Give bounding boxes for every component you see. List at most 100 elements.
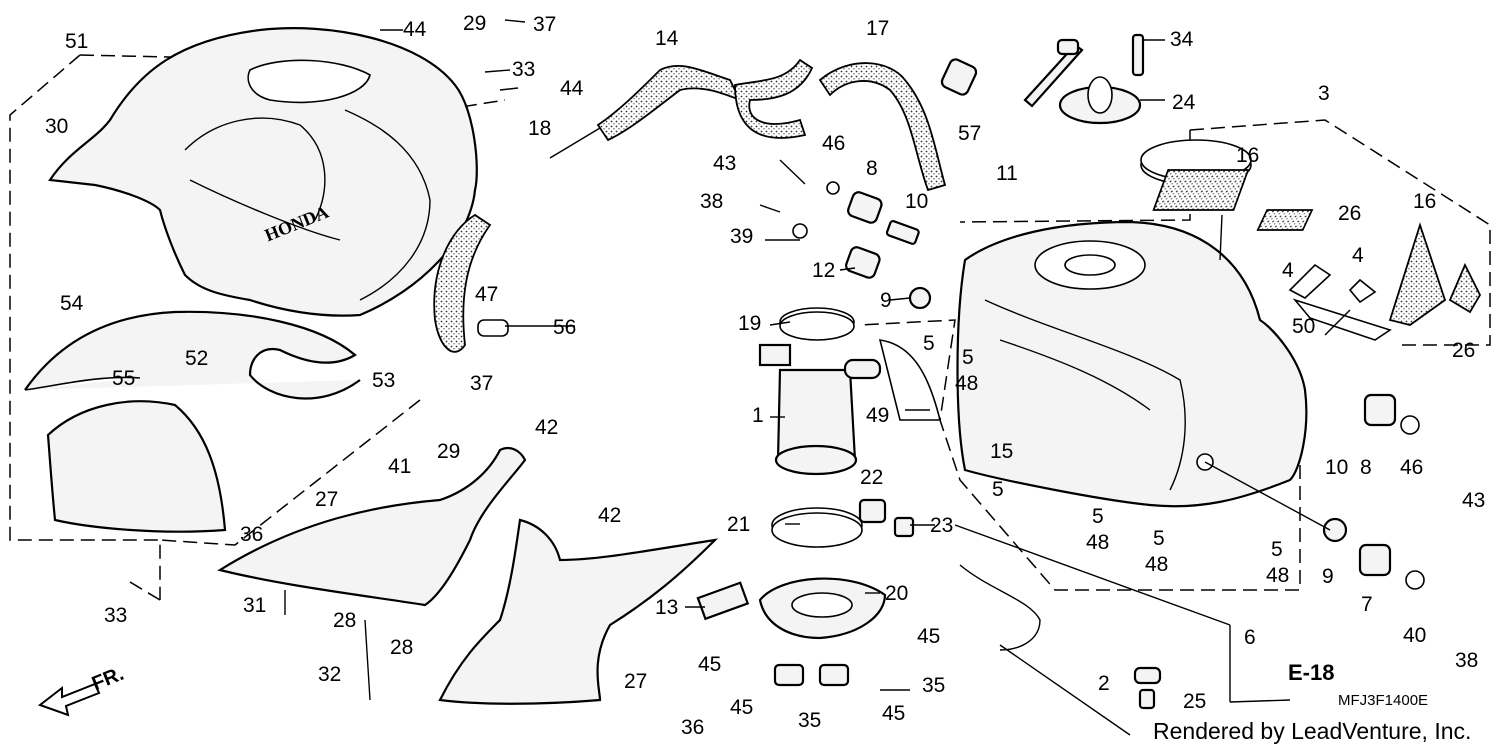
callout-16: 16 [1413,190,1436,213]
callout-17: 17 [866,17,889,40]
callout-13: 13 [655,596,678,619]
callout-29: 29 [463,12,486,35]
callout-29: 29 [437,440,460,463]
callout-34: 34 [1170,28,1194,51]
callout-48: 48 [1086,531,1109,554]
callout-46: 46 [1400,456,1423,479]
callout-51: 51 [65,30,88,53]
callout-41: 41 [388,455,411,478]
callout-5: 5 [923,332,935,355]
callout-33: 33 [512,58,535,81]
callout-5: 5 [1153,527,1165,550]
callout-50: 50 [1292,315,1315,338]
callout-6: 6 [1244,626,1256,649]
callout-5: 5 [992,478,1004,501]
callout-10: 10 [905,190,928,213]
callout-38: 38 [700,190,723,213]
reference-label: E-18 [1288,660,1335,685]
callout-27: 27 [315,488,338,511]
callout-47: 47 [475,283,498,306]
callout-54: 54 [60,292,84,315]
callout-36: 36 [240,523,263,546]
decals [878,169,1482,421]
fuel-tank [956,220,1308,508]
callout-25: 25 [1183,690,1206,713]
callout-15: 15 [990,440,1013,463]
callout-43: 43 [1462,489,1485,512]
callout-7: 7 [1361,593,1373,616]
callout-28: 28 [333,609,356,632]
callout-48: 48 [1145,553,1168,576]
callout-18: 18 [528,117,551,140]
callout-27: 27 [624,670,647,693]
callout-28: 28 [390,636,413,659]
callout-48: 48 [1266,564,1289,587]
callout-38: 38 [1455,649,1478,672]
callout-23: 23 [930,514,953,537]
callout-40: 40 [1403,624,1426,647]
callout-45: 45 [730,696,753,719]
callout-12: 12 [812,259,835,282]
front-arrow-icon [37,682,101,717]
callout-42: 42 [535,416,558,439]
callout-56: 56 [553,316,576,339]
callout-48: 48 [955,372,978,395]
callout-26: 26 [1452,339,1475,362]
callout-43: 43 [713,152,736,175]
fuel-pump-assembly [758,307,887,640]
callout-4: 4 [1352,244,1364,267]
callout-10: 10 [1325,456,1348,479]
credit-text: Rendered by LeadVenture, Inc. [1153,718,1472,744]
callout-45: 45 [882,702,905,725]
callout-33: 33 [104,604,127,627]
callout-42: 42 [598,504,621,527]
callout-8: 8 [1360,456,1372,479]
callout-11: 11 [996,162,1018,185]
callout-21: 21 [727,513,750,536]
callout-35: 35 [922,674,945,697]
callout-53: 53 [372,369,395,392]
callout-55: 55 [112,367,135,390]
callout-35: 35 [798,709,821,732]
callout-52: 52 [185,347,208,370]
callout-39: 39 [730,225,753,248]
tank-cover: HONDA [48,27,478,317]
callout-8: 8 [866,157,878,180]
callout-44: 44 [403,18,427,41]
callout-57: 57 [958,122,981,145]
callout-5: 5 [962,346,974,369]
small-parts [696,58,1425,710]
leader-lines [284,19,1351,736]
fuel-cap-assembly [1023,33,1252,186]
callout-30: 30 [45,115,68,138]
callout-31: 31 [243,594,266,617]
callout-45: 45 [698,653,721,676]
callout-1: 1 [752,404,764,427]
callout-36: 36 [681,716,704,739]
callout-37: 37 [533,13,556,36]
under-panels [24,310,361,533]
callout-4: 4 [1282,259,1294,282]
callout-labels: 51 30 44 44 29 37 33 14 17 57 34 24 3 18… [45,12,1485,739]
callout-9: 9 [880,289,892,312]
callout-16: 16 [1236,144,1259,167]
callout-24: 24 [1172,91,1196,114]
callout-3: 3 [1318,82,1330,105]
callout-49: 49 [866,404,889,427]
side-covers [217,446,719,705]
callout-22: 22 [860,466,883,489]
hoses [433,58,947,353]
callout-45: 45 [917,625,940,648]
callout-46: 46 [822,132,845,155]
diagram-code: MFJ3F1400E [1338,692,1429,709]
callout-20: 20 [885,582,908,605]
callout-5: 5 [1271,538,1283,561]
callout-14: 14 [655,27,679,50]
callout-5: 5 [1092,505,1104,528]
callout-19: 19 [738,312,761,335]
callout-26: 26 [1338,202,1361,225]
callout-9: 9 [1322,565,1334,588]
callout-32: 32 [318,663,341,686]
callout-2: 2 [1098,672,1110,695]
